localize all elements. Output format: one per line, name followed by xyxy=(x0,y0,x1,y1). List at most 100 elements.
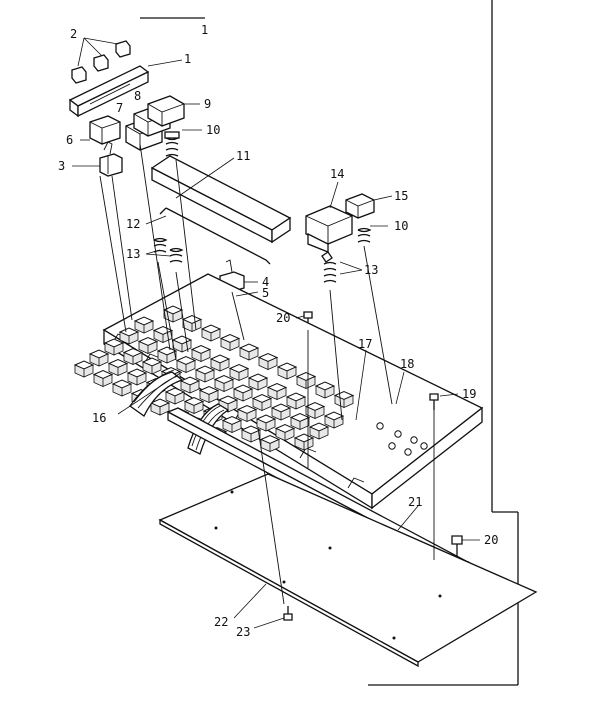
label-23: 23 xyxy=(236,625,250,639)
key-side xyxy=(184,400,204,415)
part-10-spring-right xyxy=(357,227,372,243)
contact-bump xyxy=(404,448,412,456)
key-side xyxy=(119,331,139,345)
key-side xyxy=(237,408,257,423)
contact-bump xyxy=(410,436,418,444)
label-7: 7 xyxy=(116,101,123,115)
label-21: 21 xyxy=(408,495,422,509)
part-1-bar xyxy=(68,65,150,118)
contact-bump xyxy=(388,442,396,450)
key-side xyxy=(89,353,109,367)
key-side xyxy=(296,375,316,390)
key-side xyxy=(233,388,253,402)
key-side xyxy=(309,426,329,440)
key-side xyxy=(104,342,124,356)
label-6: 6 xyxy=(66,133,73,147)
key-side xyxy=(294,437,314,451)
key-side xyxy=(258,356,278,371)
part-19-screw xyxy=(429,393,439,410)
part-15-keycap xyxy=(345,193,375,219)
part-22-bottom-cover xyxy=(158,473,538,668)
key-side xyxy=(241,429,261,443)
label-9: 9 xyxy=(204,97,211,111)
key-side xyxy=(191,348,211,363)
label-14: 14 xyxy=(330,167,344,181)
key-side xyxy=(220,337,240,352)
label-4: 4 xyxy=(262,275,269,289)
key-side xyxy=(134,320,154,334)
label-8: 8 xyxy=(134,89,141,103)
key-side xyxy=(267,386,287,401)
key-side xyxy=(239,347,259,361)
key-side xyxy=(142,361,162,375)
contact-bump xyxy=(394,430,402,438)
key-side xyxy=(222,419,242,434)
label-20-right: 20 xyxy=(484,533,498,547)
part-20-screw-bottom xyxy=(451,535,463,556)
key-side xyxy=(248,377,268,391)
part-labels: 1 1 2 3 4 5 6 7 8 9 10 10 11 12 13 13 14… xyxy=(58,23,498,639)
label-3: 3 xyxy=(58,159,65,173)
label-10-right: 10 xyxy=(394,219,408,233)
key-side xyxy=(74,364,94,378)
key-side xyxy=(275,427,295,442)
key-side xyxy=(252,397,272,412)
key-side xyxy=(324,415,344,429)
key-side xyxy=(315,385,335,399)
label-12: 12 xyxy=(126,217,140,231)
key-side xyxy=(93,373,113,388)
key-side xyxy=(286,396,306,410)
key-side xyxy=(195,369,215,383)
key-side xyxy=(260,438,280,453)
key-side xyxy=(277,366,297,380)
key-side xyxy=(214,378,234,393)
key-side xyxy=(271,407,291,421)
contact-bump xyxy=(420,442,428,450)
part-2-small-keycaps xyxy=(71,40,131,84)
key-side xyxy=(201,328,221,342)
label-10: 10 xyxy=(206,123,220,137)
label-1: 1 xyxy=(184,52,191,66)
part-11-space-bar xyxy=(150,155,292,244)
label-16: 16 xyxy=(92,411,106,425)
key-side xyxy=(210,358,230,372)
alignment-lines xyxy=(99,143,435,605)
label-18: 18 xyxy=(400,357,414,371)
leader-lines xyxy=(72,37,480,629)
key-side xyxy=(138,340,158,355)
label-11: 11 xyxy=(236,149,250,163)
part-6-keycap xyxy=(89,115,121,145)
label-13: 13 xyxy=(126,247,140,261)
key-side xyxy=(290,416,310,431)
label-22: 22 xyxy=(214,615,228,629)
label-13-right: 13 xyxy=(364,263,378,277)
key-side xyxy=(199,389,219,404)
part-13-springs-right xyxy=(321,251,337,283)
key-side xyxy=(108,362,128,377)
part-10-spring-left xyxy=(164,131,180,157)
label-19: 19 xyxy=(462,387,476,401)
label-1-top: 1 xyxy=(201,23,208,37)
key-side xyxy=(180,380,200,394)
parts-7-8-9-keycaps xyxy=(125,95,185,151)
label-17: 17 xyxy=(358,337,372,351)
label-15: 15 xyxy=(394,189,408,203)
key-side xyxy=(334,394,354,409)
contact-bump xyxy=(376,422,384,430)
key-side xyxy=(165,391,185,405)
part-23-screw xyxy=(283,606,293,621)
key-side xyxy=(182,318,202,333)
part-12-stabilizer-wire xyxy=(159,207,271,265)
label-5: 5 xyxy=(262,286,269,300)
part-14-keycap xyxy=(305,205,353,253)
key-side xyxy=(176,359,196,374)
part-3-stem xyxy=(99,141,123,177)
key-side xyxy=(305,405,325,420)
label-2: 2 xyxy=(70,27,77,41)
key-side xyxy=(127,372,147,386)
key-side xyxy=(112,383,132,397)
label-20: 20 xyxy=(276,311,290,325)
key-side xyxy=(229,367,249,382)
key-side xyxy=(123,351,143,366)
